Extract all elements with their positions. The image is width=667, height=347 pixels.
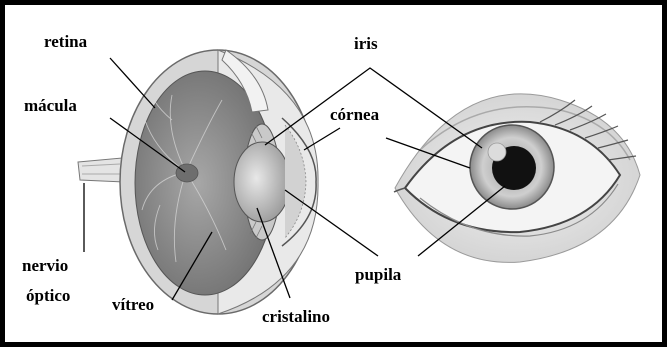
lens-illustration [234, 142, 290, 222]
label-iris: iris [354, 34, 378, 53]
macula-spot [176, 164, 198, 182]
label-macula: mácula [24, 96, 77, 115]
optic-nerve-illustration [78, 158, 124, 182]
label-nervio-line2: óptico [26, 286, 70, 305]
label-vitreo: vítreo [112, 295, 154, 314]
label-retina: retina [44, 32, 88, 51]
eyeball-cross-section [120, 50, 318, 314]
label-cristalino: cristalino [262, 307, 330, 326]
leader-retina [110, 58, 155, 108]
label-pupila: pupila [355, 265, 402, 284]
label-cornea: córnea [330, 105, 380, 124]
label-nervio-line1: nervio [22, 256, 68, 275]
eye-anatomy-diagram: retina mácula nervio óptico vítreo crist… [5, 5, 662, 342]
eye-front-view [394, 94, 640, 262]
cornea-highlight [488, 143, 506, 161]
